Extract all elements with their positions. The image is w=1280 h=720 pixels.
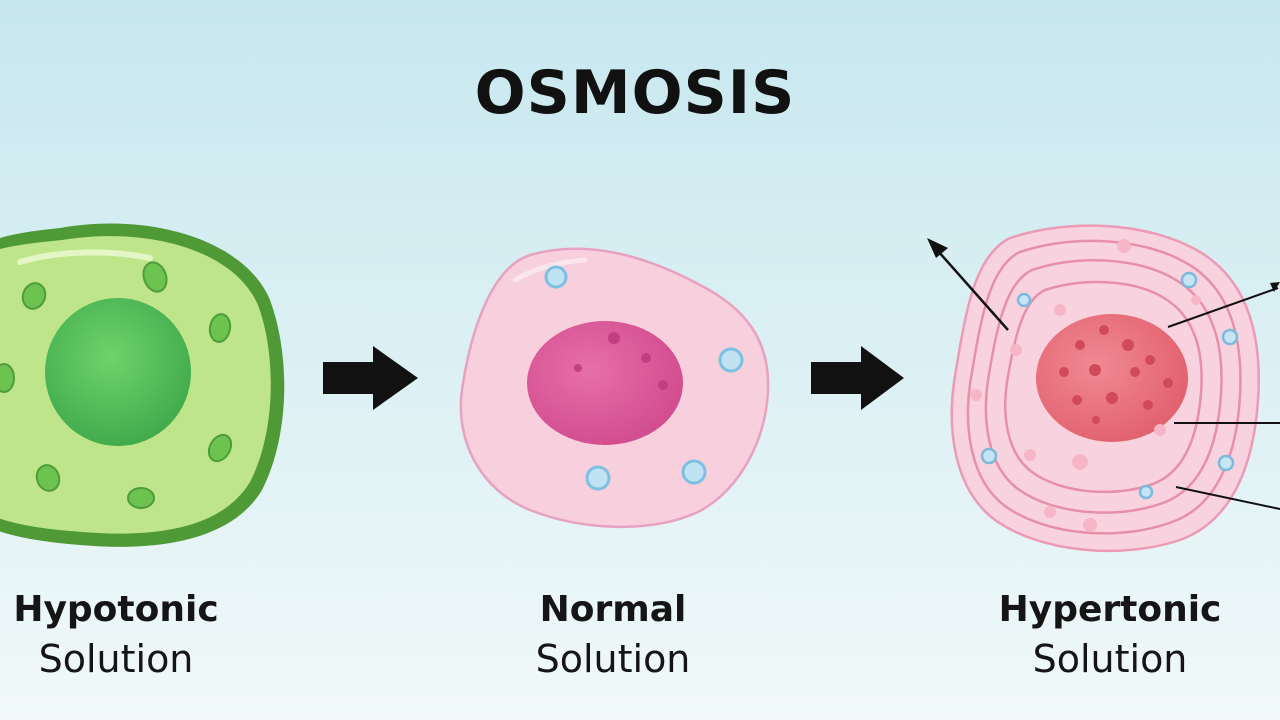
nucleolus	[641, 353, 651, 363]
water-vesicle	[718, 347, 744, 373]
pointer-line	[1175, 486, 1280, 510]
label-normal-line1: Normal	[539, 589, 687, 630]
water-vesicle	[681, 459, 707, 485]
hypertonic-cell	[927, 224, 1280, 553]
water-vesicle	[1016, 292, 1032, 308]
normal-cell	[459, 247, 770, 528]
chloroplast	[127, 487, 155, 509]
nucleolus	[1122, 339, 1134, 351]
hypotonic-chloroplasts	[0, 261, 233, 509]
label-hypotonic-line1: Hypotonic	[13, 589, 219, 630]
solute-particle	[1083, 518, 1097, 532]
arrowhead-icon	[1270, 282, 1280, 292]
water-vesicle	[544, 265, 568, 289]
water-vesicle	[1221, 328, 1239, 346]
water-vesicle	[980, 447, 998, 465]
solute-particle	[1024, 449, 1036, 461]
page-title: OSMOSIS	[474, 58, 796, 128]
solute-particle	[970, 389, 982, 401]
normal-nucleus-spots	[574, 332, 668, 390]
label-hypertonic-line2: Solution	[1032, 637, 1188, 682]
hypertonic-pink-vesicles	[970, 239, 1201, 532]
nucleolus	[1089, 364, 1101, 376]
label-hypotonic: Hypotonic Solution	[0, 588, 266, 683]
nucleolus	[1163, 378, 1173, 388]
hypertonic-nucleus-spots	[1059, 325, 1173, 424]
solute-particle	[1117, 239, 1131, 253]
chloroplast	[0, 363, 15, 393]
label-normal-line2: Solution	[535, 637, 691, 682]
pointer-line	[1167, 287, 1279, 328]
chloroplast	[207, 433, 233, 463]
normal-nucleus	[527, 321, 683, 445]
solute-particle	[1044, 506, 1056, 518]
normal-cell-highlight	[512, 257, 588, 283]
arrow-up-left-icon	[927, 238, 948, 258]
nucleolus	[1075, 340, 1085, 350]
chloroplast	[208, 313, 232, 343]
hypotonic-nucleus	[45, 298, 191, 446]
water-outflow-arrow	[927, 238, 1009, 331]
chloroplast	[35, 464, 61, 492]
membrane-ring	[1004, 280, 1203, 494]
hypotonic-cell	[0, 223, 285, 547]
solute-particle	[1072, 454, 1088, 470]
label-normal: Normal Solution	[463, 588, 763, 683]
solute-particle	[1154, 424, 1166, 436]
hypertonic-nucleus	[1036, 314, 1188, 442]
hypertonic-water-vesicles	[980, 271, 1239, 500]
solute-particle	[1191, 295, 1201, 305]
chloroplast	[21, 282, 47, 310]
chloroplast	[142, 261, 168, 293]
nucleolus	[608, 332, 620, 344]
nucleolus	[1072, 395, 1082, 405]
hypotonic-cytoplasm-highlight	[17, 249, 153, 265]
solute-particle	[1010, 344, 1022, 356]
membrane-ring	[966, 239, 1242, 535]
nucleolus	[1145, 355, 1155, 365]
arrow-right-icon	[811, 346, 904, 410]
nucleolus	[658, 380, 668, 390]
nucleolus	[1059, 367, 1069, 377]
membrane-ring	[984, 259, 1223, 514]
nucleolus	[1130, 367, 1140, 377]
label-hypotonic-line2: Solution	[38, 637, 194, 682]
water-vesicle	[1180, 271, 1198, 289]
water-vesicle	[585, 465, 611, 491]
water-vesicle	[1217, 454, 1235, 472]
water-vesicle	[1138, 484, 1154, 500]
normal-vesicles	[544, 265, 744, 491]
hypertonic-membrane-rings	[966, 239, 1242, 535]
nucleolus	[1143, 400, 1153, 410]
arrow-right-icon	[323, 346, 418, 410]
nucleolus	[1106, 392, 1118, 404]
label-hypertonic: Hypertonic Solution	[960, 588, 1260, 683]
arrow-shaft	[937, 250, 1009, 331]
label-hypertonic-line1: Hypertonic	[998, 589, 1222, 630]
solute-particle	[1054, 304, 1066, 316]
nucleolus	[1092, 416, 1100, 424]
nucleolus	[574, 364, 582, 372]
pointer-lines	[1167, 282, 1280, 510]
nucleolus	[1099, 325, 1109, 335]
